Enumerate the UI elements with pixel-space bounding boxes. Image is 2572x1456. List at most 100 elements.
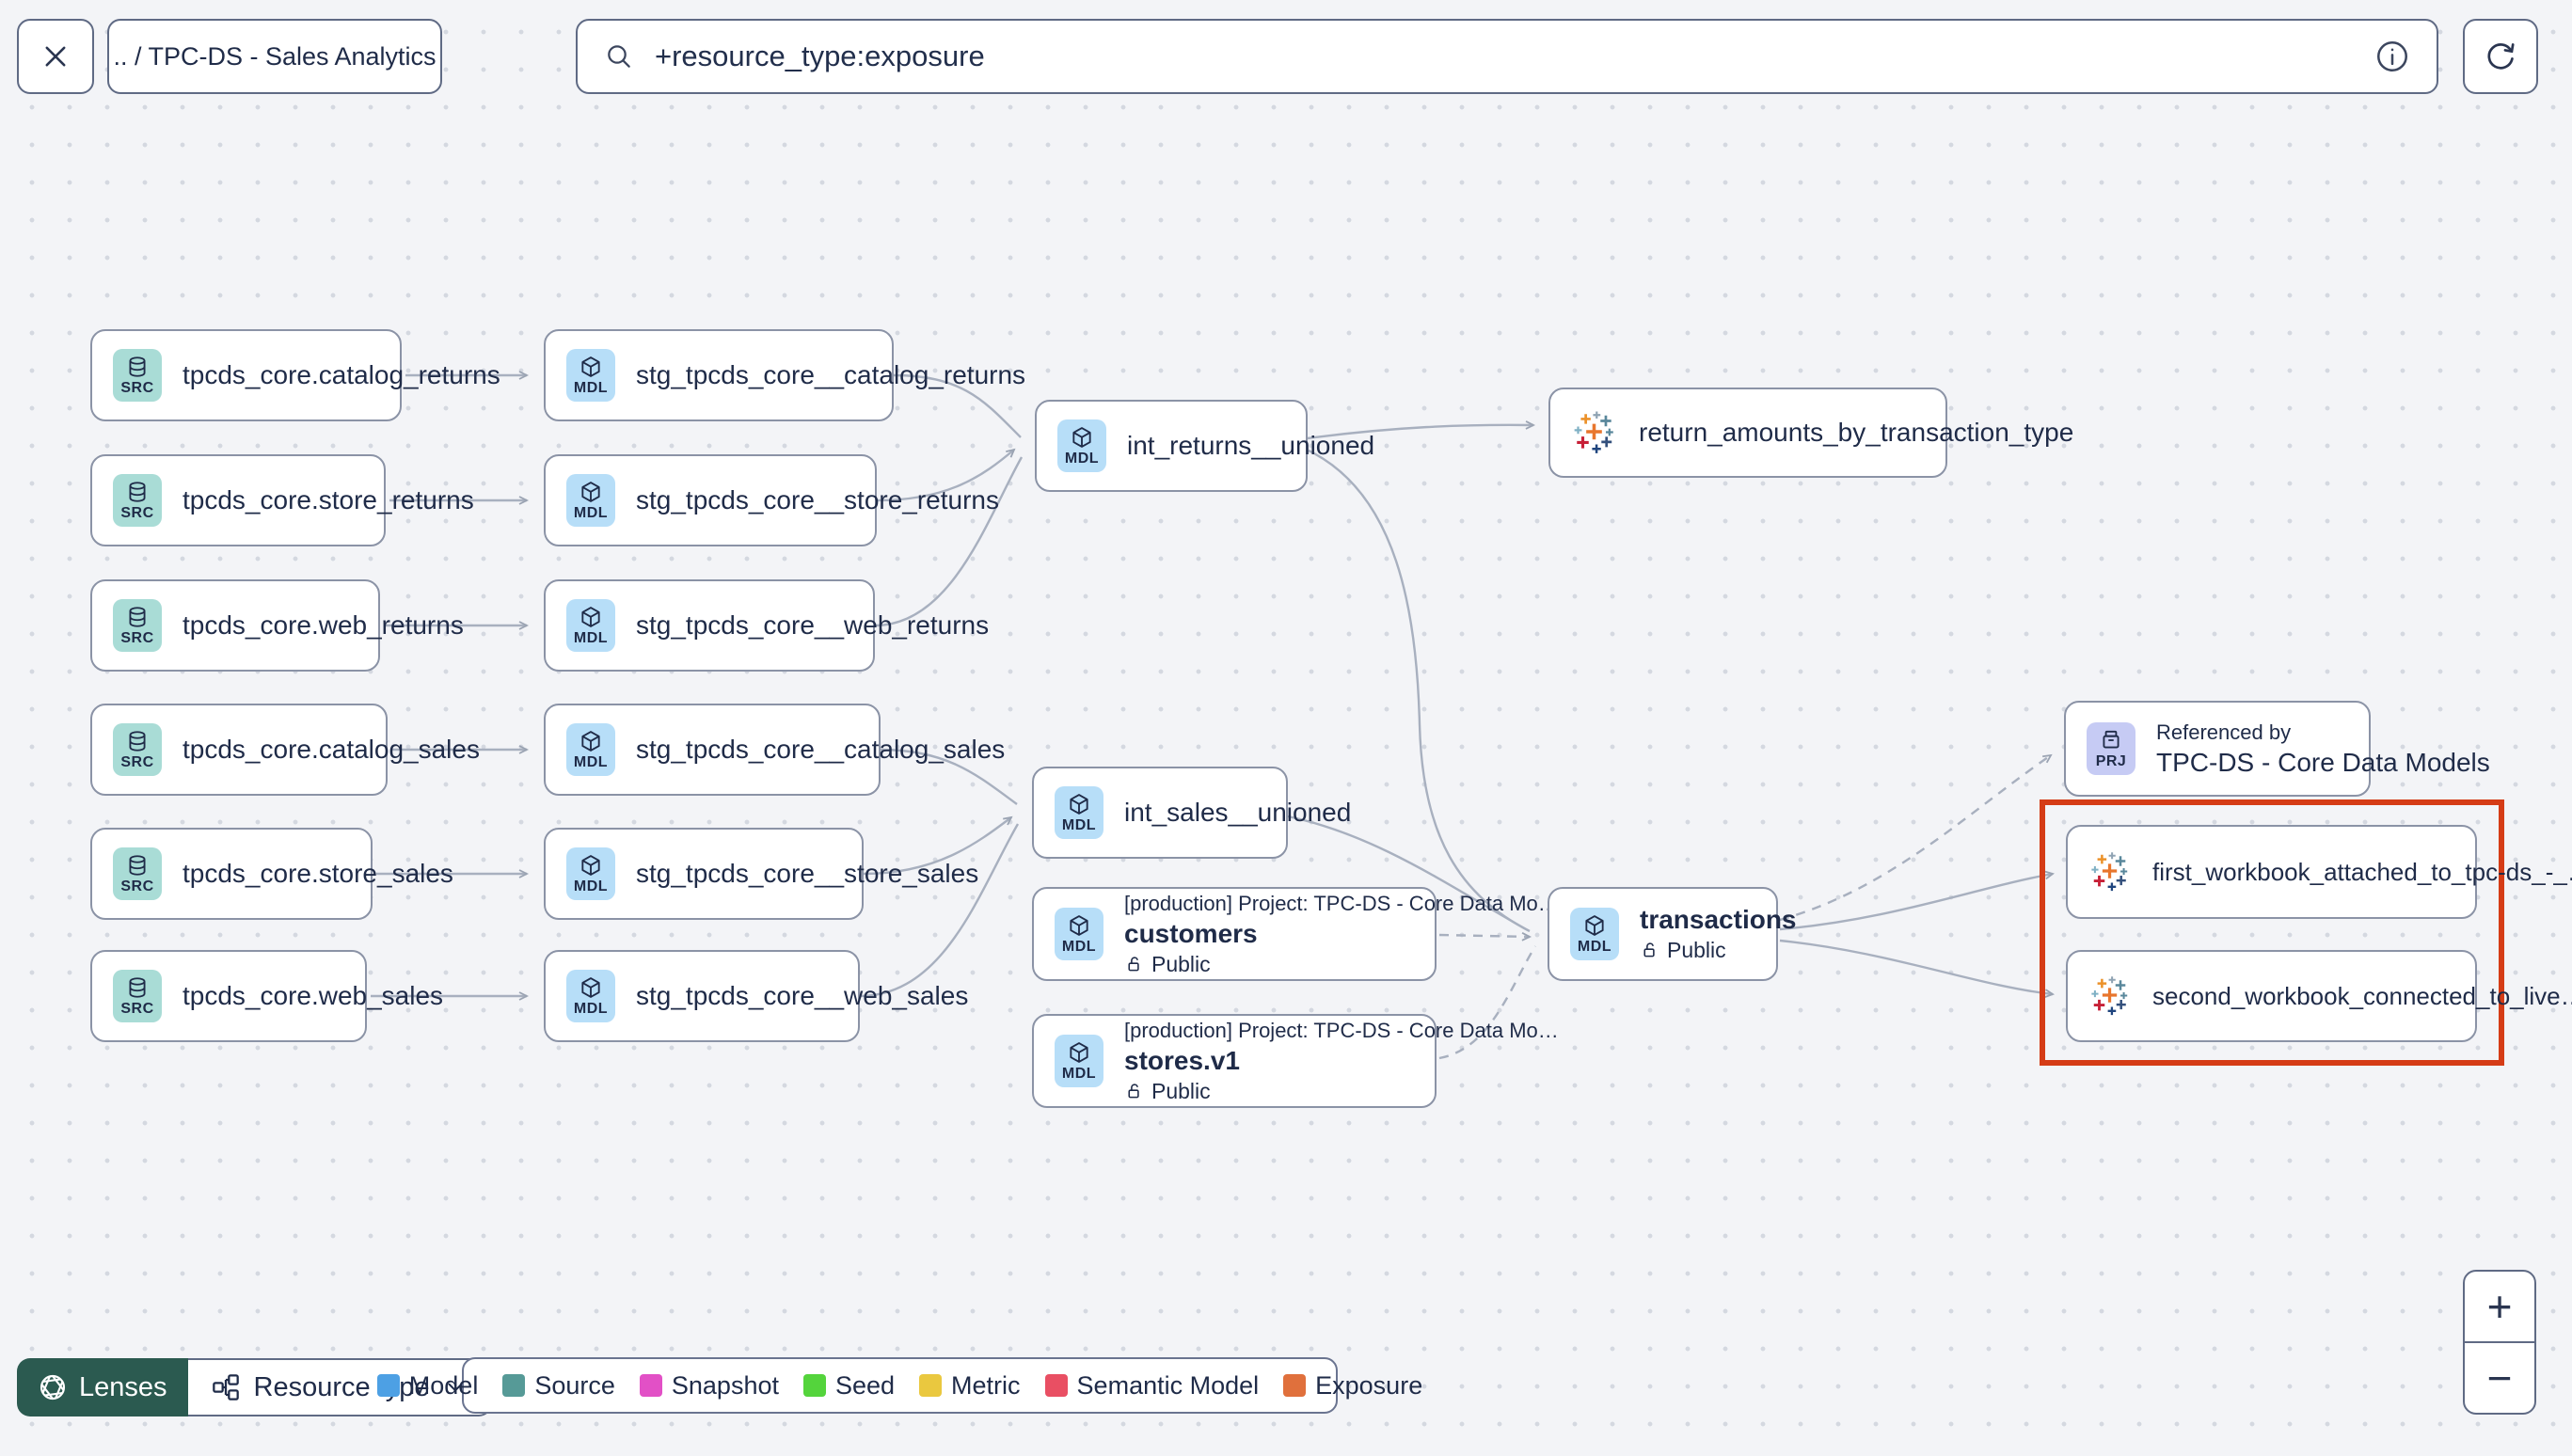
graph-node-project-reference[interactable]: PRJ Referenced by TPC-DS - Core Data Mod… bbox=[2064, 701, 2490, 797]
node-label: tpcds_core.web_sales bbox=[183, 981, 444, 1010]
model-badge: MDL bbox=[566, 847, 615, 900]
lenses-label: Lenses bbox=[79, 1371, 167, 1402]
node-label: tpcds_core.web_returns bbox=[183, 610, 464, 640]
node-label: stg_tpcds_core__store_returns bbox=[636, 485, 999, 514]
node-project-label: [production] Project: TPC-DS - Core Data… bbox=[1124, 892, 1559, 915]
cube-icon bbox=[579, 480, 603, 504]
zoom-in-button[interactable]: + bbox=[2465, 1272, 2534, 1341]
model-badge: MDL bbox=[566, 723, 615, 776]
node-access: Public bbox=[1124, 1077, 1559, 1105]
graph-node-source-web-sales[interactable]: SRC tpcds_core.web_sales bbox=[90, 950, 443, 1042]
project-badge: PRJ bbox=[2087, 722, 2135, 775]
database-icon bbox=[125, 480, 150, 504]
node-project-label: [production] Project: TPC-DS - Core Data… bbox=[1124, 1019, 1559, 1042]
lock-open-icon bbox=[1640, 941, 1659, 960]
model-badge: MDL bbox=[1055, 908, 1103, 960]
search-input[interactable] bbox=[655, 40, 2374, 73]
graph-node-source-catalog-sales[interactable]: SRC tpcds_core.catalog_sales bbox=[90, 704, 480, 796]
refresh-button[interactable] bbox=[2463, 19, 2538, 94]
graph-node-source-store-sales[interactable]: SRC tpcds_core.store_sales bbox=[90, 828, 453, 920]
graph-node-source-catalog-returns[interactable]: SRC tpcds_core.catalog_returns bbox=[90, 329, 500, 421]
legend-item-snapshot: Snapshot bbox=[639, 1371, 779, 1401]
source-badge: SRC bbox=[113, 970, 162, 1022]
model-badge: MDL bbox=[1570, 908, 1619, 960]
database-icon bbox=[125, 853, 150, 878]
cube-icon bbox=[1582, 913, 1607, 938]
chevron-down-icon bbox=[448, 1383, 462, 1392]
legend-swatch bbox=[1283, 1374, 1307, 1397]
graph-node-source-store-returns[interactable]: SRC tpcds_core.store_returns bbox=[90, 454, 474, 546]
close-button[interactable] bbox=[17, 19, 94, 94]
legend-swatch bbox=[1044, 1374, 1068, 1397]
close-icon bbox=[45, 46, 66, 67]
node-title: TPC-DS - Core Data Models bbox=[2156, 748, 2490, 777]
resource-type-dropdown[interactable]: Resource type bbox=[187, 1358, 492, 1416]
legend-item-semantic-model: Semantic Model bbox=[1044, 1371, 1259, 1401]
database-icon bbox=[125, 605, 150, 629]
database-icon bbox=[125, 355, 150, 379]
graph-node-stg-catalog-returns[interactable]: MDL stg_tpcds_core__catalog_returns bbox=[544, 329, 1025, 421]
node-label: stg_tpcds_core__store_sales bbox=[636, 859, 979, 888]
source-badge: SRC bbox=[113, 474, 162, 527]
database-icon bbox=[125, 729, 150, 753]
graph-node-exposure-return-amounts[interactable]: return_amounts_by_transaction_type bbox=[1548, 388, 2073, 478]
graph-node-source-web-returns[interactable]: SRC tpcds_core.web_returns bbox=[90, 579, 464, 672]
node-title: transactions bbox=[1640, 905, 1797, 934]
cube-icon bbox=[1070, 425, 1094, 450]
breadcrumb[interactable]: .. / TPC-DS - Sales Analytics bbox=[107, 19, 442, 94]
legend-item-exposure: Exposure bbox=[1283, 1371, 1422, 1401]
model-badge: MDL bbox=[1055, 786, 1103, 839]
node-label: return_amounts_by_transaction_type bbox=[1639, 418, 2074, 447]
search-icon bbox=[608, 45, 630, 68]
node-subtitle: Referenced by bbox=[2156, 720, 2292, 744]
graph-node-exposure-second-workbook[interactable]: second_workbook_connected_to_live… bbox=[2066, 950, 2572, 1042]
cube-icon bbox=[579, 729, 603, 753]
zoom-out-button[interactable]: − bbox=[2465, 1341, 2534, 1413]
node-label: tpcds_core.catalog_sales bbox=[183, 735, 480, 764]
lenses-button[interactable]: Lenses bbox=[17, 1358, 188, 1416]
node-label: tpcds_core.catalog_returns bbox=[183, 360, 500, 389]
node-label: second_workbook_connected_to_live… bbox=[2152, 981, 2572, 1010]
graph-node-stores-v1[interactable]: MDL [production] Project: TPC-DS - Core … bbox=[1032, 1014, 1559, 1108]
graph-node-exposure-first-workbook[interactable]: first_workbook_attached_to_tpc-ds_-_… bbox=[2066, 825, 2572, 919]
info-icon[interactable] bbox=[2374, 39, 2410, 74]
graph-node-stg-store-sales[interactable]: MDL stg_tpcds_core__store_sales bbox=[544, 828, 978, 920]
graph-node-int-sales-unioned[interactable]: MDL int_sales__unioned bbox=[1032, 767, 1351, 859]
lenses-control: Lenses Resource type bbox=[17, 1358, 492, 1416]
source-badge: SRC bbox=[113, 723, 162, 776]
lock-open-icon bbox=[1124, 1082, 1144, 1101]
legend-swatch bbox=[639, 1374, 662, 1397]
source-badge: SRC bbox=[113, 349, 162, 402]
archive-box-icon bbox=[2099, 728, 2123, 752]
graph-node-stg-store-returns[interactable]: MDL stg_tpcds_core__store_returns bbox=[544, 454, 999, 546]
node-label: stg_tpcds_core__web_sales bbox=[636, 981, 969, 1010]
node-access: Public bbox=[1640, 936, 1797, 964]
node-label: first_workbook_attached_to_tpc-ds_-_… bbox=[2152, 857, 2572, 886]
graph-node-customers[interactable]: MDL [production] Project: TPC-DS - Core … bbox=[1032, 887, 1559, 981]
legend-bar: Model Source Snapshot Seed Metric Semant… bbox=[376, 1357, 1422, 1414]
graph-node-int-returns-unioned[interactable]: MDL int_returns__unioned bbox=[1035, 400, 1374, 492]
model-badge: MDL bbox=[566, 599, 615, 652]
graph-node-transactions[interactable]: MDL transactions Public bbox=[1548, 887, 1797, 981]
node-label: stg_tpcds_core__web_returns bbox=[636, 610, 990, 640]
node-label: int_sales__unioned bbox=[1124, 798, 1352, 827]
tableau-icon bbox=[2088, 974, 2132, 1018]
breadcrumb-label: .. / TPC-DS - Sales Analytics bbox=[113, 41, 437, 71]
cube-icon bbox=[579, 605, 603, 629]
model-badge: MDL bbox=[566, 970, 615, 1022]
aperture-icon bbox=[40, 1374, 66, 1401]
model-badge: MDL bbox=[566, 349, 615, 402]
graph-node-stg-catalog-sales[interactable]: MDL stg_tpcds_core__catalog_sales bbox=[544, 704, 1005, 796]
tableau-icon bbox=[2088, 850, 2132, 894]
search-bar[interactable] bbox=[576, 19, 2438, 94]
cube-icon bbox=[1067, 792, 1091, 816]
legend-swatch bbox=[376, 1374, 400, 1397]
node-label: stg_tpcds_core__catalog_returns bbox=[636, 360, 1026, 389]
node-title: customers bbox=[1124, 919, 1258, 948]
cube-icon bbox=[1067, 1040, 1091, 1065]
graph-node-stg-web-sales[interactable]: MDL stg_tpcds_core__web_sales bbox=[544, 950, 968, 1042]
node-title: stores.v1 bbox=[1124, 1046, 1240, 1075]
legend-swatch bbox=[802, 1374, 826, 1397]
graph-node-stg-web-returns[interactable]: MDL stg_tpcds_core__web_returns bbox=[544, 579, 989, 672]
